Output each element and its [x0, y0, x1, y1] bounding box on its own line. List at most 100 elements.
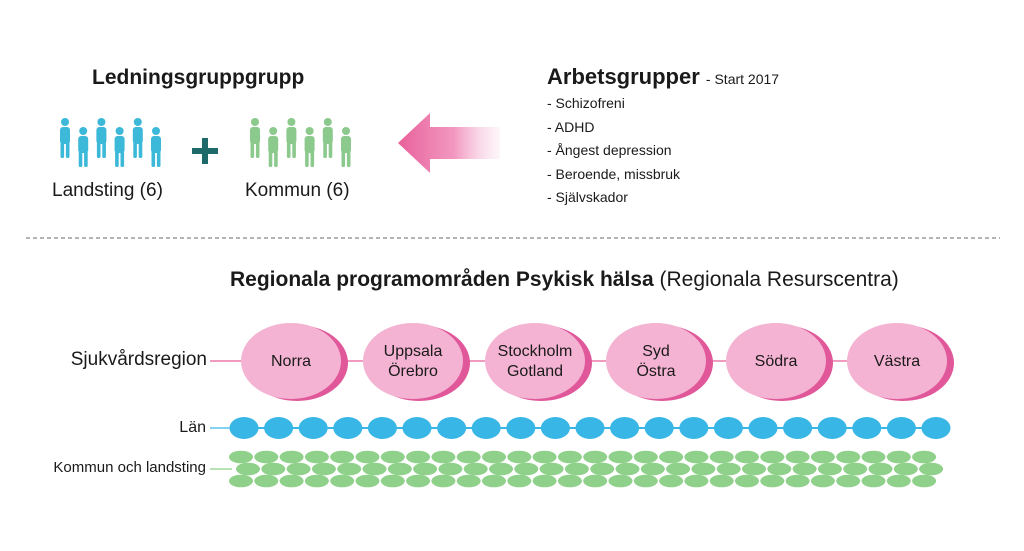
kommun-dot: [507, 474, 532, 488]
kommun-dot: [330, 474, 355, 488]
arbetsgrupp-item: - ADHD: [547, 118, 595, 135]
region-label-line: Västra: [873, 353, 921, 370]
kommun-dot: [785, 474, 810, 488]
region-label-uppsala-orebro: Uppsala Örebro: [368, 342, 458, 382]
lan-dot: [713, 417, 743, 439]
kommun-dot: [304, 474, 329, 488]
plus-icon: [192, 138, 218, 164]
person-icon: [96, 118, 107, 158]
region-label-line: Örebro: [388, 363, 438, 380]
lan-dot: [644, 417, 674, 439]
kommun-dot: [482, 450, 506, 464]
lan-dot: [471, 417, 501, 439]
person-icon: [322, 118, 333, 158]
kommun-dot: [633, 450, 658, 464]
kommun-dot: [691, 462, 716, 476]
kommun-dot: [261, 462, 286, 476]
kommun-dot: [735, 450, 759, 464]
kommun-dot: [489, 462, 513, 476]
kommun-dot: [684, 450, 709, 464]
kommun-dot: [583, 450, 608, 464]
kommun-dot: [304, 450, 329, 464]
kommun-dot: [330, 450, 355, 464]
kommun-dot: [355, 474, 380, 488]
kommun-dot: [735, 474, 759, 488]
kommun-people-group: [250, 118, 351, 167]
kommun-dot: [608, 450, 633, 464]
region-ellipse: [485, 323, 585, 399]
lan-dot: [540, 417, 570, 439]
kommun-dot: [767, 462, 792, 476]
region-node: [485, 323, 592, 401]
kommun-dot: [463, 462, 488, 476]
kommun-dot: [438, 462, 463, 476]
kommun-dot: [810, 450, 835, 464]
kommun-dot: [861, 450, 886, 464]
kommun-dot: [482, 474, 506, 488]
kommun-dot: [843, 462, 868, 476]
kommun-dot: [817, 462, 842, 476]
region-label-norra: Norra: [246, 352, 336, 372]
person-icon: [341, 127, 351, 167]
kommun-dot: [337, 462, 362, 476]
kommun-dot: [532, 474, 557, 488]
landsting-label: Landsting (6): [52, 180, 163, 201]
lan-dot: [506, 417, 536, 439]
kommun-dot: [590, 462, 615, 476]
arbetsgrupp-item: - Ångest depression: [547, 142, 672, 158]
regional-title: Regionala programområden Psykisk hälsa (…: [230, 268, 899, 292]
region-node: [847, 323, 954, 401]
region-node: [241, 323, 348, 401]
kommun-dot: [532, 450, 557, 464]
person-icon: [286, 118, 297, 158]
lan-dot: [852, 417, 882, 439]
lan-dot: [229, 417, 259, 439]
kommun-label: Kommun (6): [245, 180, 350, 201]
kommun-dot: [615, 462, 640, 476]
region-label-line: Gotland: [506, 363, 564, 380]
ledningsgrupp-title: Ledningsgruppgrupp: [92, 66, 305, 89]
lan-dot: [333, 417, 363, 439]
kommun-dot: [709, 450, 734, 464]
kommun-dot: [659, 474, 684, 488]
arbetsgrupper-title-text: Arbetsgrupper: [547, 64, 700, 89]
kommun-dot: [564, 462, 589, 476]
regional-title-bold: Regionala programområden Psykisk hälsa: [230, 268, 654, 291]
lan-dot: [748, 417, 778, 439]
person-icon: [114, 127, 125, 167]
arbetsgrupp-item: - Beroende, missbruk: [547, 165, 681, 182]
lan-dots-row: [210, 417, 951, 439]
kommun-dot: [583, 474, 608, 488]
region-ellipse: [606, 323, 706, 399]
kommun-dot: [355, 450, 380, 464]
arbetsgrupp-item: - Självskador: [547, 189, 628, 205]
kommun-dot: [254, 474, 279, 488]
kommun-dot: [557, 450, 582, 464]
lan-dot: [610, 417, 640, 439]
person-icon: [151, 127, 161, 167]
kommun-dot: [912, 450, 937, 464]
kommun-landsting-label: Kommun och landsting: [53, 459, 206, 476]
region-label-syd-ostra: Syd Östra: [611, 342, 701, 382]
kommun-dot: [640, 462, 665, 476]
lan-dot: [367, 417, 397, 439]
kommun-dot: [716, 462, 741, 476]
lan-dot: [402, 417, 432, 439]
kommun-dot: [868, 462, 893, 476]
kommun-dot: [387, 462, 412, 476]
region-label-line: Östra: [636, 363, 676, 380]
person-icon: [132, 118, 143, 158]
region-ellipse: [847, 323, 947, 399]
kommun-dot: [456, 474, 481, 488]
kommun-dot: [792, 462, 817, 476]
person-icon: [60, 118, 70, 158]
region-label-line: Uppsala: [383, 343, 443, 360]
region-label-vastra: Västra: [852, 352, 942, 372]
person-icon: [304, 127, 315, 167]
kommun-dot: [886, 450, 911, 464]
kommun-dot: [236, 462, 260, 476]
kommun-dot: [886, 474, 911, 488]
person-icon: [78, 127, 89, 167]
kommun-dot: [684, 474, 709, 488]
